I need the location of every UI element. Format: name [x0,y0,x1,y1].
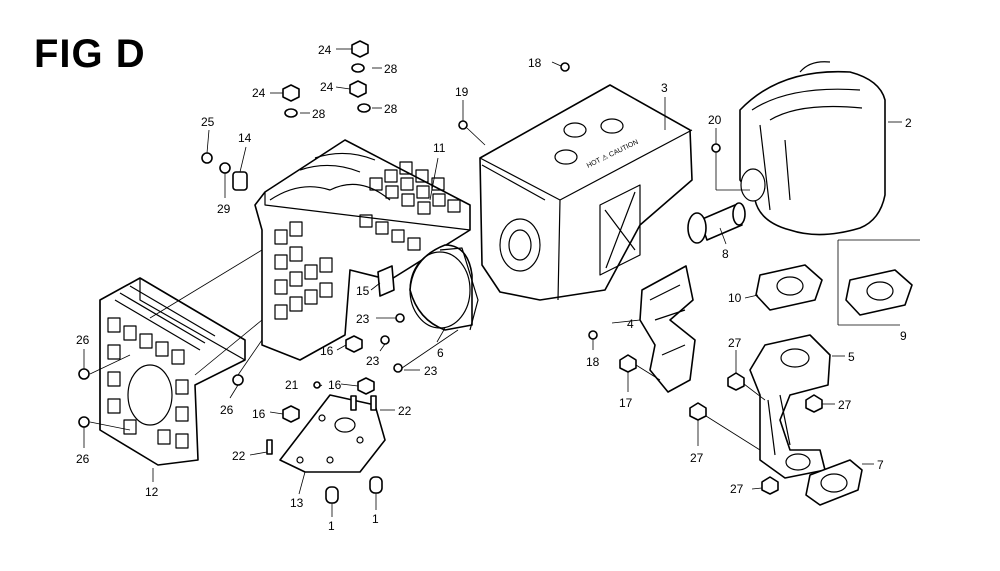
callout-22: 22 [232,449,246,463]
callout-9: 9 [900,329,907,343]
bolt-26-a [78,368,90,380]
callout-18: 18 [528,56,542,70]
bolt-20 [711,143,721,153]
nut-24-a [351,40,369,58]
callout-22: 22 [398,404,412,418]
callout-5: 5 [848,350,855,364]
callout-14: 14 [238,131,252,145]
bolt-26-c [232,374,244,386]
nut-16-c [357,377,375,395]
nut-24-c [282,84,300,102]
callout-3: 3 [661,81,668,95]
callout-21: 21 [285,378,299,392]
part-11-baffle[interactable] [254,139,471,361]
part-5-exhaust-manifold[interactable] [749,334,831,479]
callout-6: 6 [437,346,444,360]
callout-15: 15 [356,284,370,298]
callout-29: 29 [217,202,231,216]
callout-7: 7 [877,458,884,472]
nut-27-c [689,402,707,421]
washer-28-a [351,63,365,73]
callout-27: 27 [838,398,852,412]
bolt-18-a [560,62,570,72]
callout-16: 16 [320,344,334,358]
bolt-23-a [395,313,405,323]
bolt-23-b [380,335,390,345]
callout-2: 2 [905,116,912,130]
nut-27-d [761,476,779,495]
part-8-spark-arrester[interactable] [687,202,746,244]
callout-1: 1 [372,512,379,526]
part-4-heat-shield[interactable] [639,265,696,393]
callout-28: 28 [312,107,326,121]
nut-27-a [727,372,745,391]
callout-27: 27 [690,451,704,465]
callout-28: 28 [384,102,398,116]
callout-8: 8 [722,247,729,261]
nut-24-b [349,80,367,98]
callout-26: 26 [76,333,90,347]
callout-10: 10 [728,291,742,305]
callout-23: 23 [424,364,438,378]
figure-title: FIG D [34,32,146,76]
bolt-19 [458,120,468,130]
callout-23: 23 [366,354,380,368]
nut-16-b [282,405,300,423]
bolt-26-b [78,416,90,428]
callout-13: 13 [290,496,304,510]
bolt-23-c [393,363,403,373]
leader-lines [83,48,902,517]
callout-16: 16 [328,378,342,392]
callout-25: 25 [201,115,215,129]
bolt-17 [619,354,637,373]
part-15-clip[interactable] [377,265,395,297]
part-2-muffler[interactable] [739,61,886,236]
callout-27: 27 [730,482,744,496]
callout-24: 24 [320,80,334,94]
part-9-gasket[interactable] [837,239,920,325]
callout-1: 1 [328,519,335,533]
part-7-gasket[interactable] [805,459,863,506]
nut-27-b [805,394,823,413]
callout-28: 28 [384,62,398,76]
part-3-muffler-cover[interactable]: HOT ⚠ CAUTION [479,84,693,301]
callout-26: 26 [220,403,234,417]
part-6-air-guide[interactable] [409,244,479,331]
callout-18: 18 [586,355,600,369]
collar-1-a [325,486,339,504]
callout-24: 24 [252,86,266,100]
callout-11: 11 [433,141,446,155]
washer-28-c [284,108,298,118]
callout-24: 24 [318,43,332,57]
collar-1-b [369,476,383,494]
bolt-18-b [588,330,598,340]
part-12-shroud[interactable] [99,277,246,466]
callout-26: 26 [76,452,90,466]
callout-23: 23 [356,312,370,326]
washer-28-b [357,103,371,113]
bolt-25 [201,152,213,164]
part-14 [232,171,248,191]
callout-4: 4 [627,317,634,331]
washer-29 [219,162,231,174]
callout-20: 20 [708,113,722,127]
callout-27: 27 [728,336,742,350]
nut-16-a [345,335,363,353]
callout-19: 19 [455,85,469,99]
callout-16: 16 [252,407,266,421]
callout-labels: 24 28 24 28 24 28 25 14 29 11 18 19 3 20… [76,43,912,533]
stud-22-a [350,395,357,411]
stud-22-c [266,439,273,455]
callout-17: 17 [619,396,633,410]
stud-22-b [370,395,377,411]
part-10-gasket[interactable] [755,264,823,311]
part-13-bracket[interactable] [279,394,386,473]
callout-12: 12 [145,485,159,499]
